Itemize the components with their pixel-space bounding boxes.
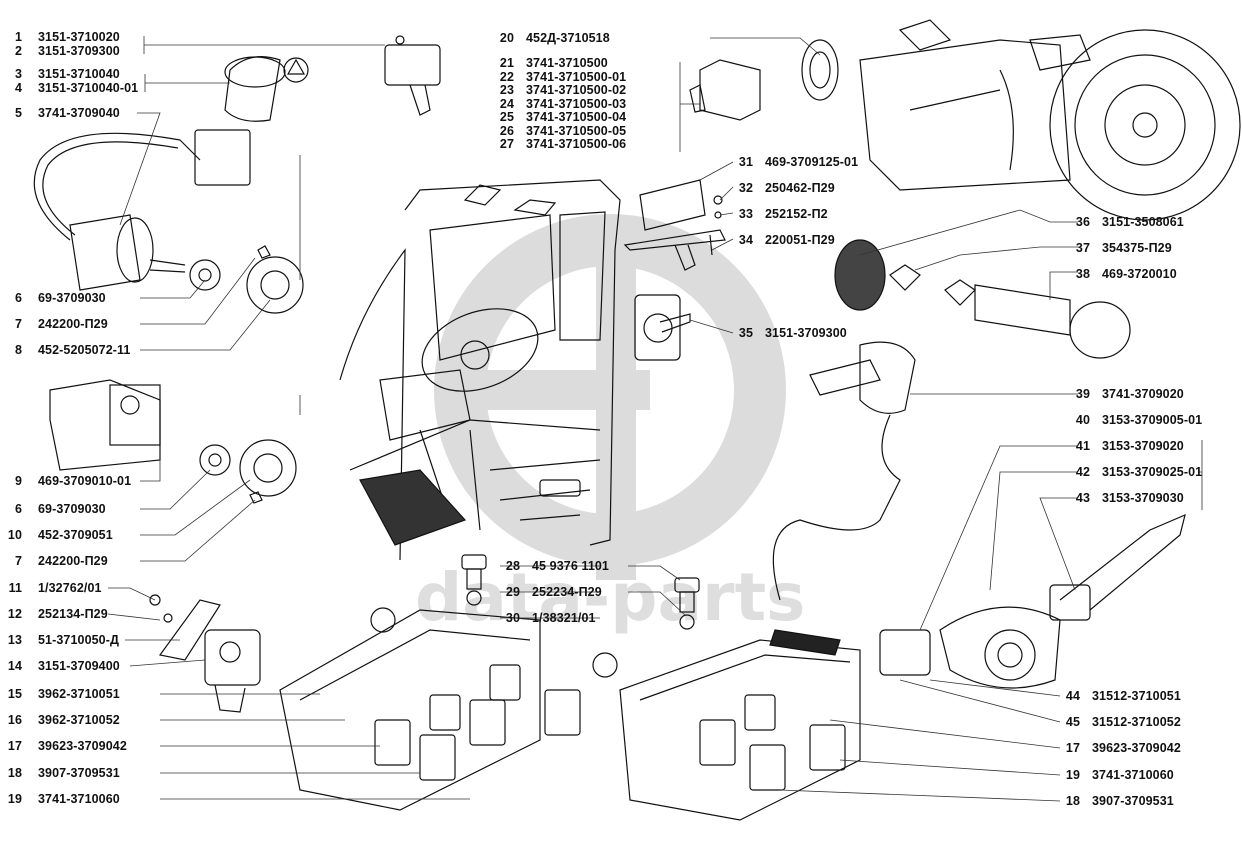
steering-column-switches <box>769 513 1186 689</box>
switch-part-1 <box>384 35 441 116</box>
switch-block-left <box>279 607 581 811</box>
stalk-switch-39 <box>772 341 916 601</box>
temperature-sensor <box>689 39 839 121</box>
switch-bracket-13 <box>149 594 261 713</box>
bolt-28-right <box>674 577 700 630</box>
sensor-with-cable <box>33 129 304 314</box>
switch-31 <box>623 179 726 271</box>
sender-36-38 <box>834 239 1131 359</box>
switch-block-right <box>592 639 861 821</box>
hazard-switch <box>224 56 309 122</box>
bolt-28-left <box>461 554 487 606</box>
watermark-text: data-parts <box>415 559 805 636</box>
cab-illustration <box>339 179 621 561</box>
toggle-switch-35 <box>634 294 691 361</box>
leader-lines <box>107 36 1203 802</box>
gearbox-and-brake-drum <box>859 19 1241 221</box>
